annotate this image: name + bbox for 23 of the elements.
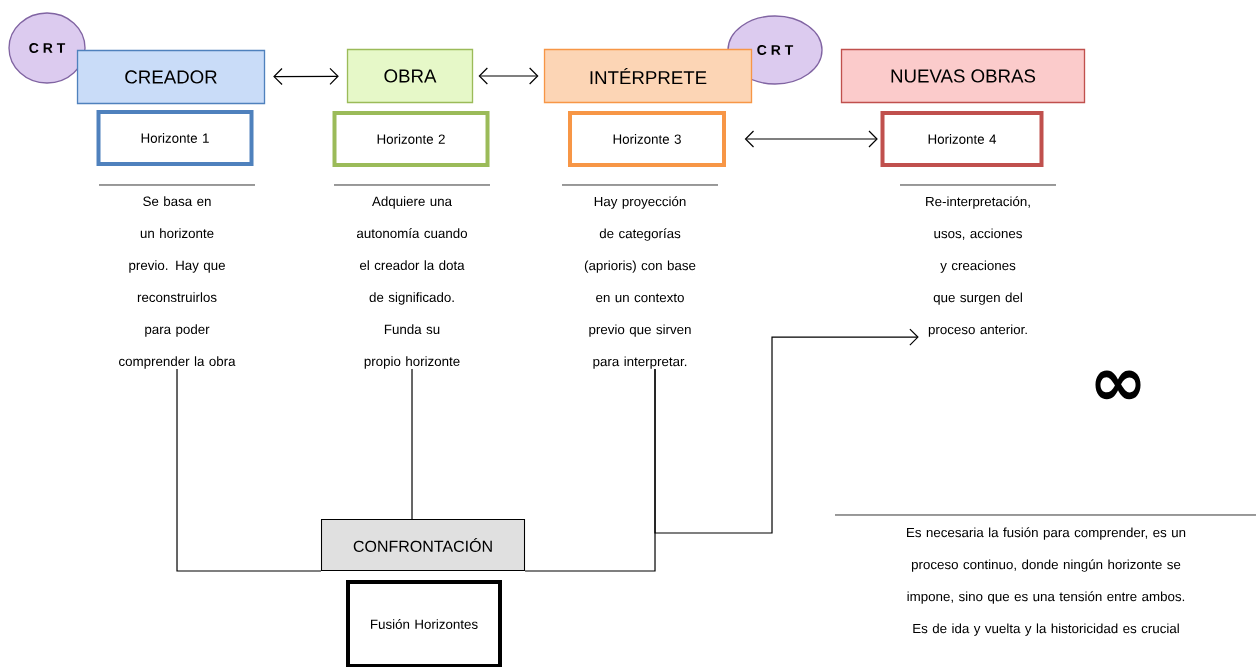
horizon-box: Horizonte 4	[880, 111, 1044, 167]
arrow	[478, 67, 539, 85]
arrow	[273, 67, 339, 86]
connector-line	[176, 368, 322, 572]
result-box: Fusión Horizontes	[346, 580, 502, 667]
horizon-box: Horizonte 2	[332, 111, 490, 167]
horizon-box: Horizonte 3	[568, 111, 726, 167]
title-box: CREADOR	[76, 49, 266, 105]
arrow	[744, 130, 878, 148]
description-text: Re-interpretación, usos, acciones y creaciones que surgen del proceso anterior.	[899, 184, 1057, 337]
description-text: Hay proyección de categorías (aprioris) con base en un contexto previo que sirven para interpretar.	[561, 184, 719, 369]
note-text: Es necesaria la fusión para comprender, es un proceso continuo, donde ningún horizonte se impone, sino que es una tensión entre ambos. Es de ida y vuelta y la historicidad es crucial	[834, 514, 1256, 636]
arrow	[654, 328, 919, 534]
horizon-box: Horizonte 1	[96, 110, 254, 166]
ellipse-badge: C R T	[8, 12, 86, 84]
title-box: INTÉRPRETE	[543, 48, 753, 104]
title-box: OBRA	[346, 48, 474, 104]
connector-line	[411, 368, 413, 520]
description-text: Se basa en un horizonte previo. Hay que reconstruirlos para poder comprender la obra	[98, 184, 256, 369]
infinity-symbol: ∞	[1095, 370, 1141, 400]
process-box: CONFRONTACIÓN	[320, 518, 526, 571]
title-box: NUEVAS OBRAS	[840, 48, 1086, 104]
description-text: Adquiere una autonomía cuando el creador la dota de significado. Funda su propio horizonte	[333, 184, 491, 369]
